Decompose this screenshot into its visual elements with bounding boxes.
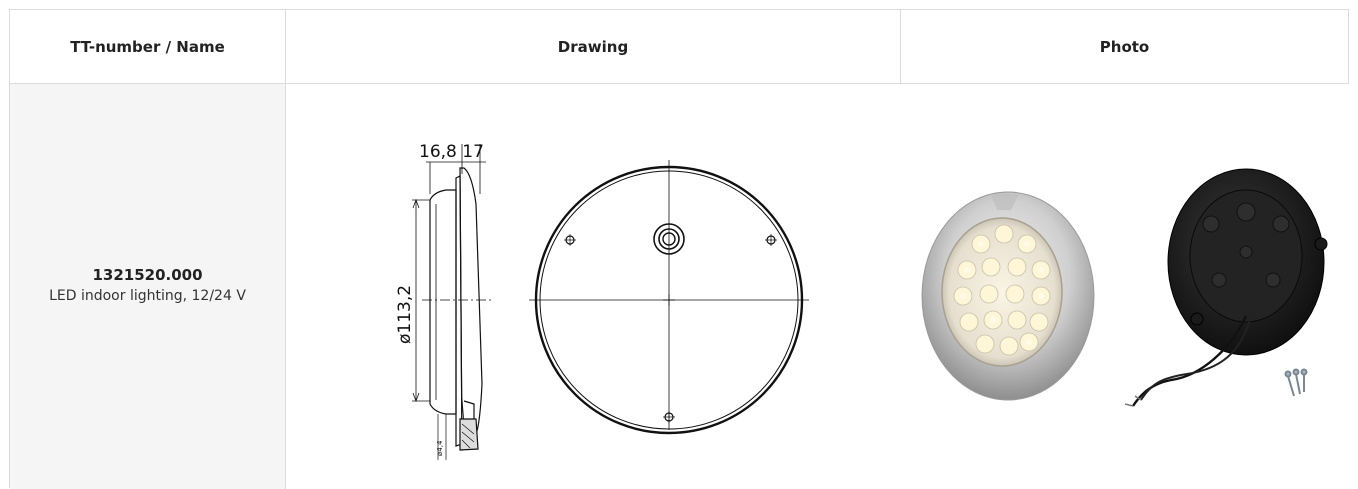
header-photo-label: Photo bbox=[1099, 37, 1150, 56]
dim-diameter-label: ø113,2 bbox=[395, 285, 415, 344]
product-photo bbox=[901, 84, 1349, 489]
screws bbox=[1284, 368, 1308, 397]
photo-cell bbox=[901, 84, 1349, 489]
technical-drawing: 16,8 17 ø113,2 ø4,4 bbox=[286, 84, 901, 489]
drawing-cell: 16,8 17 ø113,2 ø4,4 bbox=[286, 84, 901, 489]
product-photo-svg bbox=[921, 168, 1328, 407]
header-drawing: Drawing bbox=[286, 10, 901, 84]
header-tt-number-label: TT-number / Name bbox=[70, 37, 225, 56]
product-cell: 1321520.000 LED indoor lighting, 12/24 V bbox=[10, 84, 286, 489]
profile-connector bbox=[459, 418, 479, 451]
cable-grommet-inner bbox=[662, 232, 676, 246]
profile-hatch bbox=[461, 423, 475, 449]
lamp-bezel-notch bbox=[991, 194, 1019, 210]
lamp-cable-dark bbox=[1140, 315, 1252, 401]
product-number[interactable]: 1321520.000 bbox=[92, 266, 203, 284]
product-info: 1321520.000 LED indoor lighting, 12/24 V bbox=[10, 264, 285, 306]
lamp-cable-black bbox=[1132, 315, 1248, 407]
lamp-back-lug-right bbox=[1314, 237, 1328, 251]
lamp-led-array bbox=[953, 224, 1051, 356]
cable-grommet-outer bbox=[653, 223, 685, 255]
lamp-back-screw-bosses bbox=[1202, 202, 1290, 288]
lamp-back-lug-left bbox=[1190, 312, 1204, 326]
header-photo: Photo bbox=[901, 10, 1349, 84]
header-tt-number: TT-number / Name bbox=[10, 10, 286, 84]
dim-top-label: 16,8 17 bbox=[419, 142, 484, 162]
product-name: LED indoor lighting, 12/24 V bbox=[49, 288, 246, 304]
technical-drawing-svg: 16,8 17 ø113,2 ø4,4 bbox=[395, 142, 809, 460]
lamp-led-glow bbox=[960, 241, 1044, 345]
profile-bezel bbox=[459, 167, 483, 451]
header-drawing-label: Drawing bbox=[557, 37, 629, 56]
product-table: TT-number / Name Drawing Photo 1321520.0… bbox=[9, 9, 1349, 489]
dim-hole-label: ø4,4 bbox=[436, 440, 444, 456]
profile-body bbox=[429, 189, 457, 415]
